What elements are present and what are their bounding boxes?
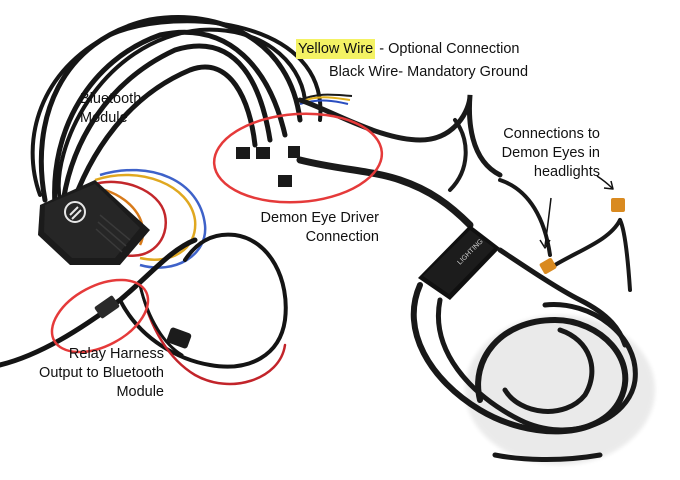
- driver-connection-circle: [212, 112, 384, 204]
- mandatory-ground-label: Black Wire- Mandatory Ground: [329, 64, 529, 80]
- relay-label-line-2: Output to Bluetooth: [39, 365, 164, 381]
- logo-icon: [64, 201, 86, 223]
- demon-eyes-line-2: Demon Eyes in: [501, 145, 600, 161]
- driver-label-line-1: Demon Eye Driver: [260, 210, 379, 226]
- relay-harness-circle: [50, 278, 150, 354]
- relay-harness-label: Relay Harness Output to Bluetooth Module: [20, 345, 164, 402]
- demon-eyes-line-1: Connections to: [503, 126, 600, 142]
- bluetooth-label-line-1: Bluetooth: [80, 91, 142, 107]
- driver-label-line-2: Connection: [305, 229, 379, 245]
- driver-connection-label: Demon Eye Driver Connection: [244, 209, 379, 247]
- coiled-harness: [410, 178, 638, 463]
- yellow-wire-highlight: Yellow Wire: [296, 39, 376, 59]
- bluetooth-module-label: Bluetooth Module: [80, 90, 141, 128]
- relay-connector: [94, 295, 120, 319]
- arrow-left-headlight: [544, 197, 552, 247]
- relay-label-line-3: Module: [116, 384, 164, 400]
- optional-connection-label: Yellow Wire - Optional Connection: [296, 39, 520, 59]
- arrow-right-headlight: [596, 175, 613, 189]
- relay-label-line-1: Relay Harness: [68, 346, 164, 362]
- bluetooth-module-box: [38, 180, 150, 265]
- driver-box: LIGHTING: [418, 225, 500, 300]
- bluetooth-label-line-2: Module: [80, 110, 128, 126]
- demon-eyes-label: Connections to Demon Eyes in headlights: [470, 125, 600, 182]
- fuse-holder: [166, 327, 192, 349]
- demon-eyes-line-3: headlights: [533, 164, 600, 180]
- driver-connectors: [236, 146, 300, 187]
- relay-harness: [0, 232, 288, 386]
- annotation-circles: [50, 112, 384, 354]
- main-cable-bundle: [30, 15, 323, 215]
- optional-connection-text: - Optional Connection: [375, 41, 520, 57]
- headlight-connectors: [539, 198, 625, 274]
- annotation-arrows: [539, 175, 614, 249]
